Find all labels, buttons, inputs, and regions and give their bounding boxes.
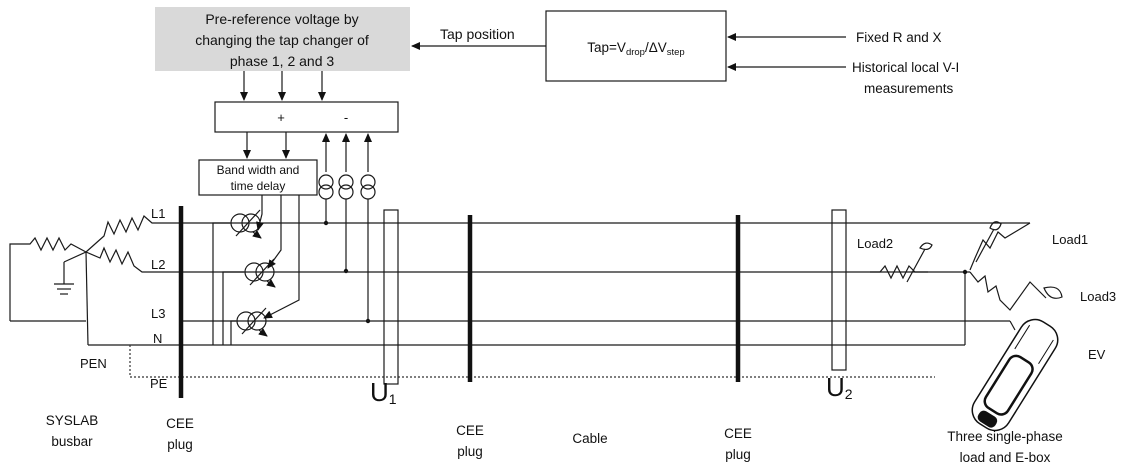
feedback-lines [322, 133, 372, 172]
label-pen: PEN [80, 356, 107, 371]
u1-measurement-bar [383, 209, 399, 385]
load-neutral [880, 269, 1016, 346]
label-l2: L2 [151, 257, 165, 272]
tap-changer-l1 [230, 209, 262, 239]
tap-changer-l2 [244, 258, 276, 288]
comparator-minus: - [344, 110, 348, 125]
label-pe: PE [150, 376, 168, 391]
pre-reference-line-3: phase 1, 2 and 3 [230, 53, 335, 69]
u2-measurement-bar [831, 209, 847, 371]
tap-formula-box: Tap=Vdrop/ΔVstep [545, 10, 727, 82]
bandwidth-box: Band width and time delay [198, 159, 318, 196]
cee-plug-3-line-2: plug [725, 447, 751, 462]
measurement-transformer-l3 [360, 174, 376, 324]
historical-label-1: Historical local V-I [852, 60, 959, 75]
syslab-label-2: busbar [51, 434, 93, 449]
load1-resistor [969, 221, 1031, 271]
ev-icon [971, 318, 1059, 432]
tap-neutral-connections [212, 222, 244, 345]
bandwidth-line-1: Band width and [217, 163, 300, 177]
comparator-plus: + [277, 110, 285, 125]
pre-reference-box: Pre-reference voltage by changing the ta… [155, 7, 410, 71]
bottom-labels: SYSLAB busbar CEE plug CEE plug Cable CE… [46, 413, 1063, 465]
bandwidth-line-2: time delay [231, 179, 286, 193]
three-phase-label-1: Three single-phase [947, 429, 1063, 444]
tap-formula: Tap=Vdrop/ΔVstep [587, 40, 684, 58]
tap-changer-l3 [236, 307, 268, 337]
label-l3: L3 [151, 306, 165, 321]
cee-plug-2-line-2: plug [457, 444, 483, 459]
ev-label: EV [1088, 347, 1106, 362]
cee-plug-1-line-1: CEE [166, 416, 194, 431]
measurement-transformer-l2 [338, 174, 354, 274]
load3-label: Load3 [1080, 289, 1116, 304]
historical-label-2: measurements [864, 81, 954, 96]
cee-plug-1-line-2: plug [167, 437, 193, 452]
source-circuit [9, 215, 180, 346]
load2-resistor [870, 242, 933, 283]
u1-label: U1 [370, 377, 397, 407]
load1-label: Load1 [1052, 232, 1088, 247]
regulating-lines [256, 195, 300, 319]
label-n: N [153, 331, 162, 346]
tap-position-label: Tap position [440, 26, 515, 42]
u2-label: U2 [826, 372, 853, 402]
pre-reference-line-1: Pre-reference voltage by [205, 11, 358, 27]
comparator-box: + - [214, 101, 399, 133]
label-l1: L1 [151, 206, 165, 221]
cable-label: Cable [572, 431, 607, 446]
cee-plug-2-line-1: CEE [456, 423, 484, 438]
measurement-transformer-l1 [318, 174, 334, 226]
cee-plug-3-line-1: CEE [724, 426, 752, 441]
pre-reference-line-2: changing the tap changer of [195, 32, 369, 48]
fixed-rx-label: Fixed R and X [856, 30, 942, 45]
syslab-label-1: SYSLAB [46, 413, 99, 428]
three-phase-label-2: load and E-box [960, 450, 1051, 465]
load2-label: Load2 [857, 236, 893, 251]
load3-resistor [969, 271, 1063, 311]
